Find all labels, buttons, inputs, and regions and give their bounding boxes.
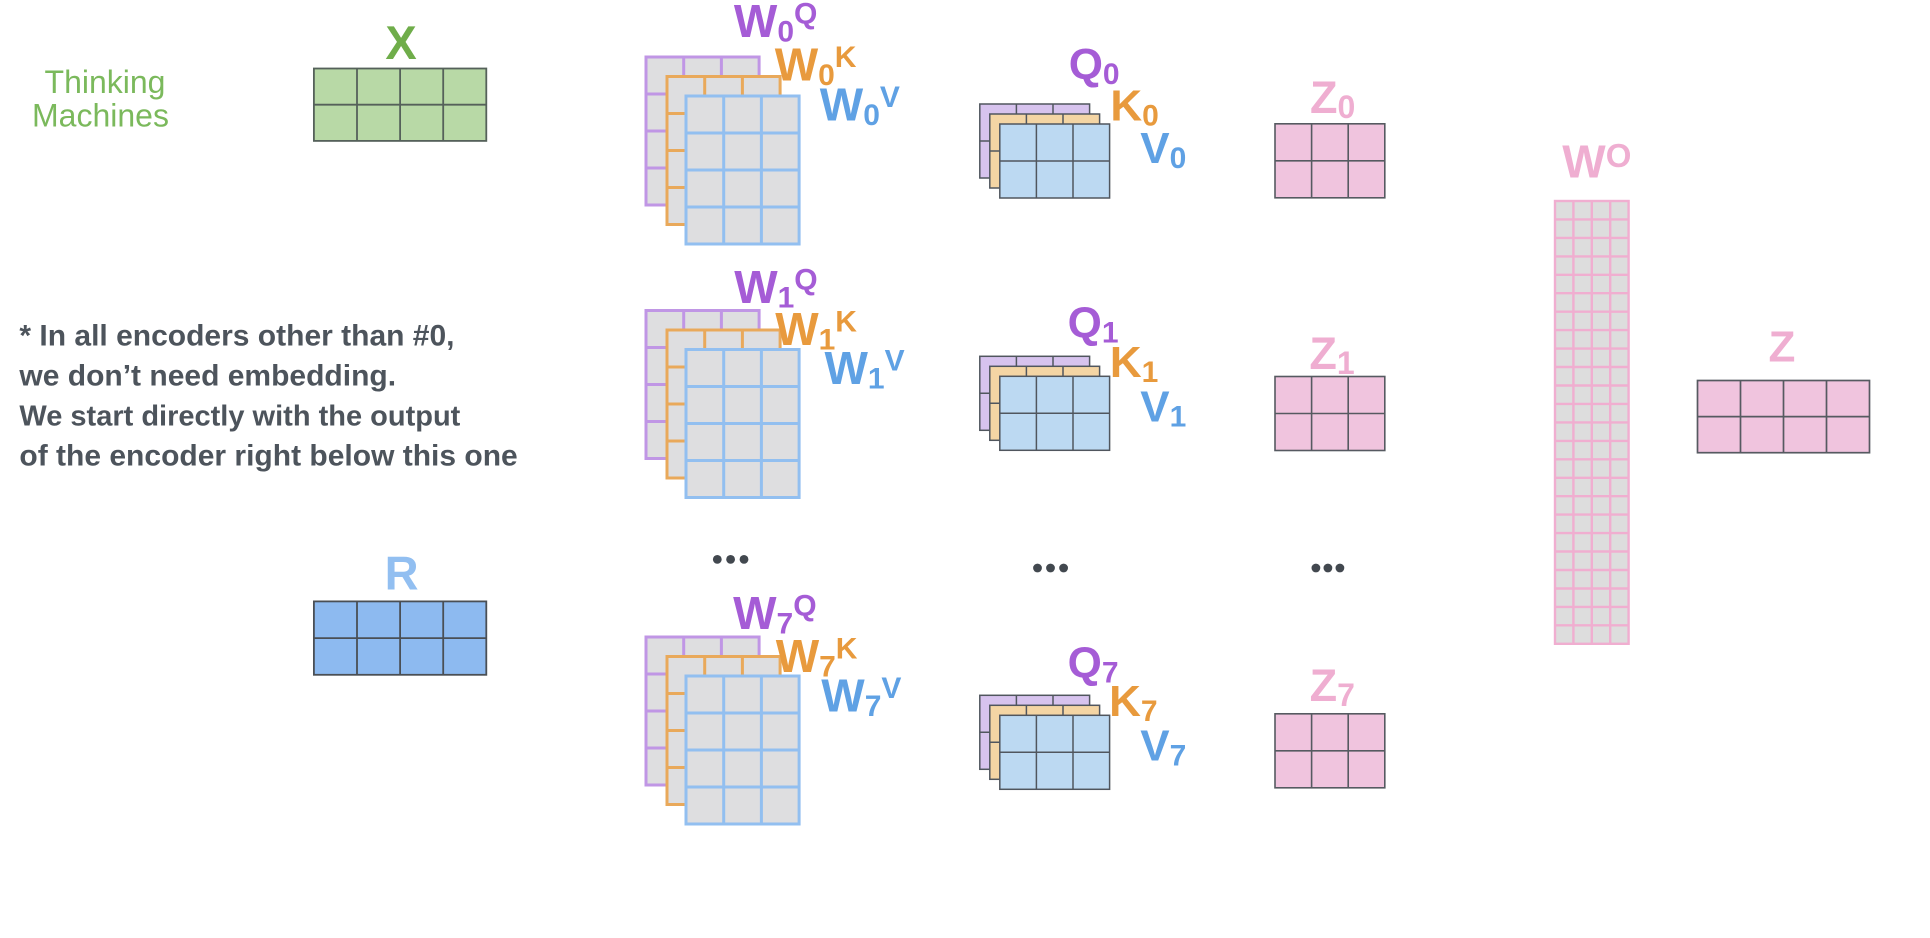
svg-text:R: R bbox=[385, 546, 419, 599]
svg-text:of the encoder right below thi: of the encoder right below this one bbox=[19, 440, 517, 473]
svg-text:Machines: Machines bbox=[32, 98, 169, 134]
svg-text:* In all encoders other than #: * In all encoders other than #0, bbox=[19, 319, 454, 352]
svg-text:we don’t need embedding.: we don’t need embedding. bbox=[18, 359, 396, 392]
svg-text:W7K: W7K bbox=[776, 630, 858, 684]
svg-text:W0K: W0K bbox=[775, 38, 857, 92]
svg-text:W7V: W7V bbox=[821, 670, 901, 724]
svg-text:V7: V7 bbox=[1140, 722, 1186, 773]
svg-text:Thinking: Thinking bbox=[45, 64, 166, 100]
svg-text:W0Q: W0Q bbox=[734, 0, 817, 49]
svg-text:We start directly with the out: We start directly with the output bbox=[19, 401, 460, 433]
svg-text:K7: K7 bbox=[1109, 677, 1157, 728]
svg-text:Z: Z bbox=[1769, 322, 1796, 371]
svg-text:Q7: Q7 bbox=[1068, 639, 1119, 690]
svg-text:V1: V1 bbox=[1140, 383, 1186, 434]
svg-text:X: X bbox=[385, 16, 416, 69]
svg-text:Z7: Z7 bbox=[1310, 660, 1355, 713]
